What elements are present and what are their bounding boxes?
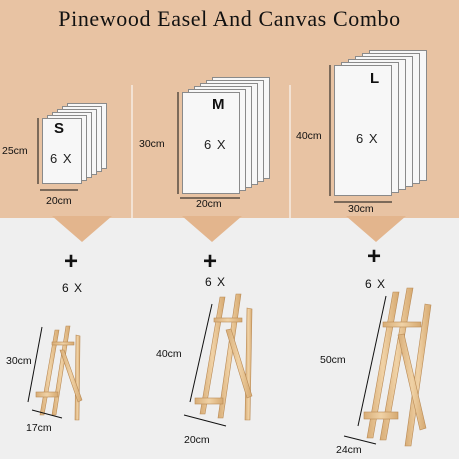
width-label-medium: 20cm xyxy=(196,198,222,210)
easel-large-height-label: 50cm xyxy=(320,354,346,366)
easel-small-height-line xyxy=(27,326,43,403)
plus-icon: + xyxy=(64,248,79,275)
column-divider-2 xyxy=(289,85,291,218)
easel-quantity-small: 6 X xyxy=(62,281,84,295)
easel-small-width-line xyxy=(31,409,63,419)
canvas-sheet xyxy=(42,118,82,184)
size-label-large: L xyxy=(370,70,380,87)
easel-medium-width-label: 20cm xyxy=(184,434,210,446)
size-label-medium: M xyxy=(212,96,225,113)
easel-small-width-label: 17cm xyxy=(26,422,52,434)
easel-quantity-medium: 6 X xyxy=(205,275,227,289)
canvas-sheet xyxy=(334,65,392,196)
height-label-small: 25cm xyxy=(2,145,28,157)
plus-icon: + xyxy=(203,248,218,275)
easel-medium-width-line xyxy=(183,414,227,427)
quantity-label-large: 6 X xyxy=(356,131,379,146)
width-label-large: 30cm xyxy=(348,203,374,215)
width-label-small: 20cm xyxy=(46,195,72,207)
easel-small-icon xyxy=(35,325,83,421)
easel-medium-icon xyxy=(194,293,253,421)
easel-large-height-line xyxy=(357,295,387,427)
arrow-down-icon xyxy=(346,216,406,242)
size-label-small: S xyxy=(54,120,65,137)
easel-large-icon xyxy=(363,287,432,447)
quantity-label-small: 6 X xyxy=(50,151,73,166)
plus-icon: + xyxy=(367,243,382,270)
height-label-medium: 30cm xyxy=(139,138,165,150)
easel-quantity-large: 6 X xyxy=(365,277,387,291)
easel-large-width-line xyxy=(343,435,377,445)
quantity-label-medium: 6 X xyxy=(204,137,227,152)
height-label-large: 40cm xyxy=(296,130,322,142)
easel-large-width-label: 24cm xyxy=(336,444,362,456)
arrow-down-icon xyxy=(52,216,112,242)
column-divider-1 xyxy=(131,85,133,218)
easel-medium-height-line xyxy=(189,303,213,403)
canvas-sheet xyxy=(182,92,240,194)
easel-medium-height-label: 40cm xyxy=(156,348,182,360)
arrow-down-icon xyxy=(182,216,242,242)
page-title: Pinewood Easel And Canvas Combo xyxy=(58,6,401,31)
easel-small-height-label: 30cm xyxy=(6,355,32,367)
